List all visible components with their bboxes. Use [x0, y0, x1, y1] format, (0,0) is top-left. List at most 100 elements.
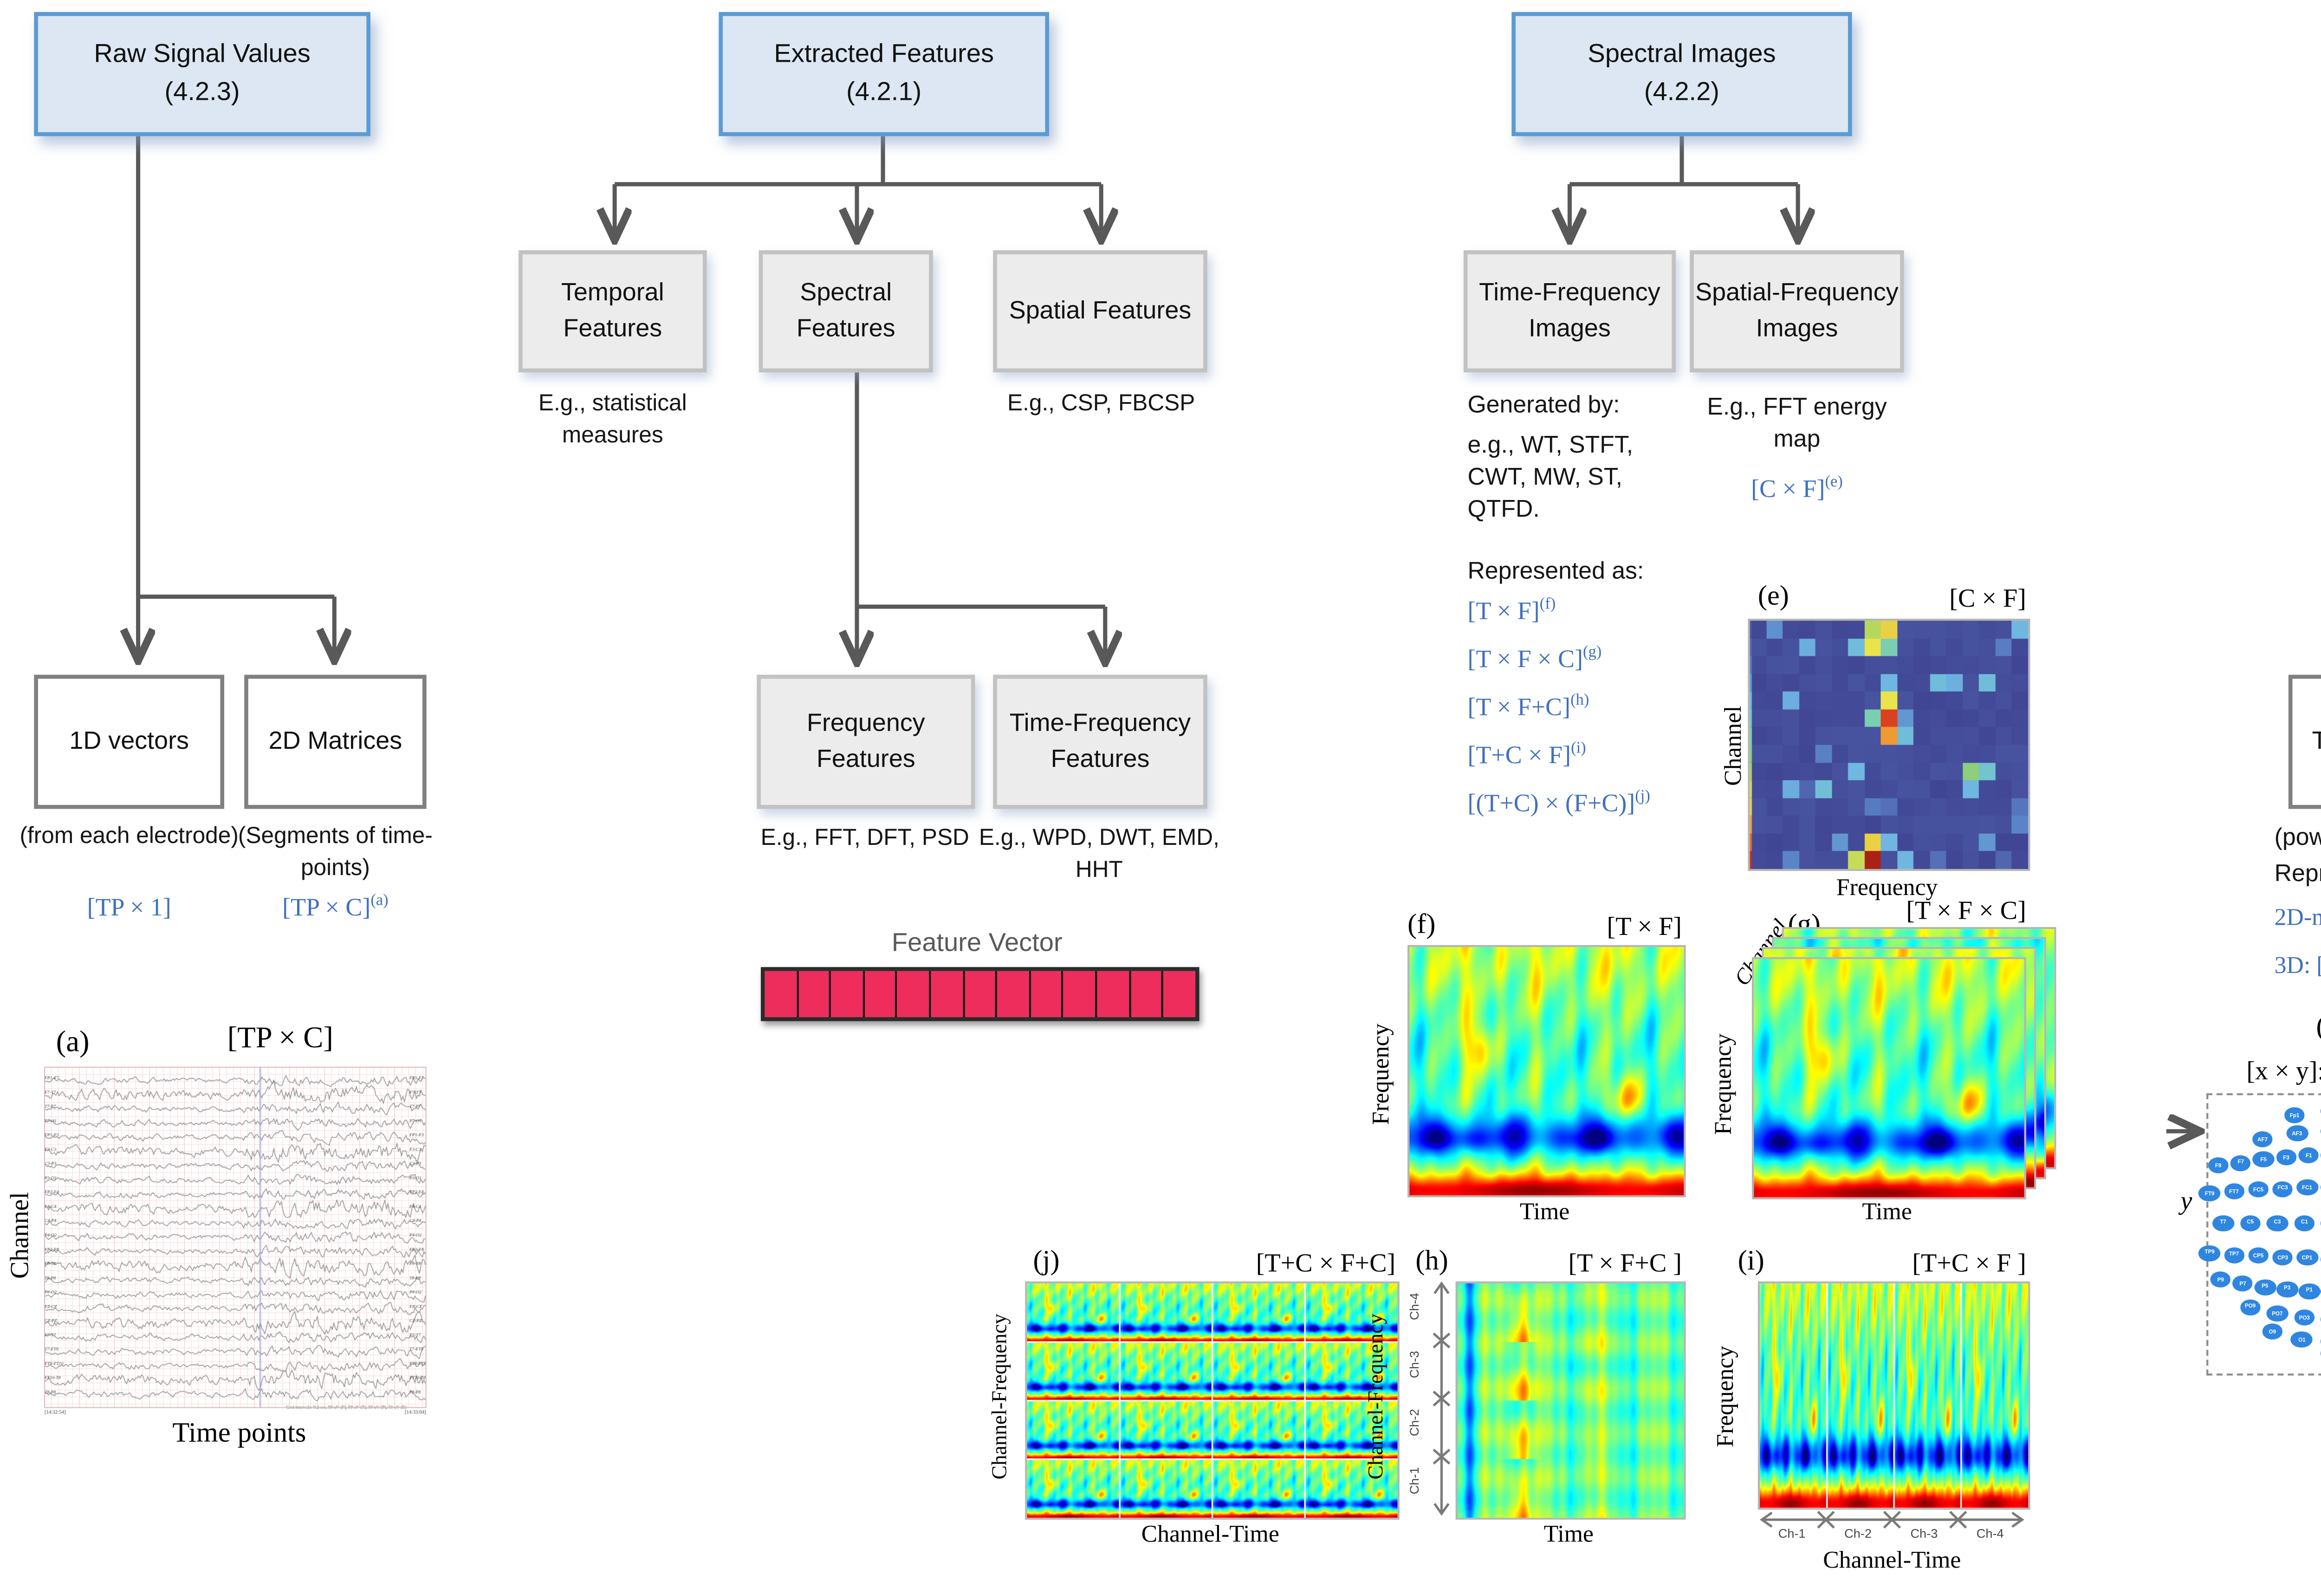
- feature-vector-bar: [760, 967, 1199, 1021]
- feature-vector-cell: [931, 971, 965, 1018]
- header-extracted-subtitle: (4.2.1): [846, 76, 922, 106]
- formula-tp-x-c: [TP × C](a): [230, 891, 441, 923]
- electrode-CP5: CP5: [2248, 1248, 2269, 1265]
- electrode-FT7: FT7: [2223, 1184, 2245, 1200]
- panel-f-ylabel: Frequency: [1366, 1023, 1395, 1125]
- box-time-points: Time Points: [2288, 675, 2321, 809]
- electrode-FC1: FC1: [2296, 1180, 2318, 1196]
- formula-c-x-f: [C × F](e): [1690, 473, 1904, 505]
- box-spatial-frequency-images: Spatial-Frequency Images: [1690, 250, 1904, 373]
- formula-tp-x-c-sup: (a): [370, 891, 389, 909]
- rep-item-txf+c-text: [T × F+C]: [1467, 693, 1571, 721]
- spectrogram-g-canvas: [1751, 957, 2026, 1200]
- feature-vector-cell: [1064, 971, 1097, 1018]
- electrode-PO7: PO7: [2267, 1306, 2288, 1323]
- panel-e-xlabel: Frequency: [1836, 873, 1938, 901]
- electrode-P9: P9: [2210, 1272, 2231, 1289]
- note-1d-vectors: (from each electrode): [19, 824, 239, 849]
- box-temporal-features: Temporal Features: [519, 250, 707, 373]
- box-2d-matrices-label: 2D Matrices: [268, 726, 402, 754]
- note-frequency: E.g., FFT, DFT, PSD: [760, 827, 969, 851]
- electrode-FC5: FC5: [2248, 1182, 2269, 1198]
- feature-vector-cell: [1130, 971, 1164, 1018]
- electrode-AF7: AF7: [2252, 1131, 2273, 1148]
- note-generated-by: Generated by:: [1467, 390, 1620, 419]
- panel-b-tag: (b): [2302, 1013, 2321, 1045]
- formula-3d-2dmap-tp: 3D: [2D-map × TP](c): [2275, 949, 2321, 981]
- electrode-PO9: PO9: [2239, 1299, 2261, 1316]
- electrode-P3: P3: [2276, 1281, 2298, 1298]
- rep-item-txfxc: [T × F × C](g): [1468, 643, 1728, 675]
- feature-vector-cell: [864, 971, 898, 1018]
- rep-item-t+cxf: [T+C × F](i): [1468, 739, 1728, 772]
- panel-i-title: [T+C × F ]: [1912, 1247, 2026, 1278]
- rep-item-txf-text: [T × F]: [1467, 597, 1540, 625]
- feature-vector-cell: [898, 971, 931, 1018]
- eeg-ylabel: Channel: [4, 1192, 34, 1279]
- topo-map-b: Fp1FpzFp2AF7AF3AFzAF4AF8F9F7F5F3F1FzF2F4…: [2199, 1093, 2321, 1376]
- panel-e-tag: (e): [1757, 583, 1789, 613]
- feature-vector-cell: [998, 971, 1031, 1018]
- box-1d-vectors-label: 1D vectors: [69, 726, 189, 754]
- electrode-P5: P5: [2254, 1279, 2276, 1295]
- spatial-frequency-heatmap-canvas: [1748, 618, 2030, 871]
- note-2d-matrices: (Segments of time-points): [238, 824, 433, 880]
- electrode-F7: F7: [2230, 1154, 2252, 1171]
- panel-i-seg-ch4: Ch-4: [1976, 1527, 2004, 1542]
- box-spatial-label: Spatial Features: [1009, 296, 1192, 324]
- electrode-CP1: CP1: [2296, 1250, 2318, 1266]
- header-raw-signal-values: Raw Signal Values (4.2.3): [34, 12, 370, 136]
- rep-item-txf+c: [T × F+C](h): [1468, 691, 1728, 723]
- panel-e-title: [C × F]: [1949, 583, 2026, 613]
- panel-i-tag: (i): [1738, 1247, 1764, 1278]
- panel-f-title: [T × F]: [1607, 911, 1682, 941]
- rep-item-t+cxf-sup: (i): [1571, 739, 1586, 757]
- note-generated-methods: e.g., WT, STFT, CWT, MW, ST, QTFD.: [1467, 430, 1634, 524]
- electrode-CP3: CP3: [2272, 1249, 2294, 1266]
- electrode-FT9: FT9: [2199, 1186, 2220, 1202]
- header-raw-title: Raw Signal Values: [94, 38, 311, 69]
- panel-j-tag: (j): [1033, 1247, 1060, 1278]
- formula-c-x-f-text: [C × F]: [1751, 474, 1825, 503]
- box-temporal-label: Temporal Features: [561, 278, 664, 342]
- panel-j-title: [T+C × F+C]: [1256, 1247, 1396, 1278]
- spectrogram-grid-j-canvas: [1025, 1281, 1400, 1520]
- box-time-frequency-label: Time-Frequency Features: [1009, 708, 1191, 772]
- electrode-TP7: TP7: [2223, 1246, 2245, 1263]
- header-raw-subtitle: (4.2.3): [164, 76, 240, 106]
- panel-i-xlabel: Channel-Time: [1823, 1545, 1961, 1574]
- panel-h-channel-axis: [1433, 1281, 1451, 1516]
- panel-h-seg-ch3: Ch-3: [1408, 1350, 1423, 1378]
- panel-h-title: [T × F+C ]: [1568, 1247, 1682, 1278]
- eeg-traces-canvas: [44, 1063, 427, 1416]
- electrode-TP9: TP9: [2199, 1244, 2220, 1261]
- formula-tp-x-c-text: [TP × C]: [282, 893, 371, 921]
- formula-tp-x-1-text: [TP × 1]: [87, 893, 171, 921]
- note-temporal: E.g., statistical measures: [538, 392, 687, 448]
- panel-i-seg-ch3: Ch-3: [1910, 1527, 1938, 1542]
- feature-vector-label: Feature Vector: [891, 927, 1063, 957]
- rep-item-txf-sup: (f): [1539, 594, 1556, 613]
- electrode-FC3: FC3: [2272, 1181, 2294, 1197]
- electrode-Fp1: Fp1: [2284, 1108, 2305, 1124]
- note-time-frequency: E.g., WPD, DWT, EMD, HHT: [979, 827, 1219, 882]
- panel-b-ylabel: y: [2180, 1185, 2192, 1216]
- spectrogram-f-canvas: [1407, 945, 1686, 1198]
- panel-h-seg-ch1: Ch-1: [1408, 1467, 1423, 1494]
- box-tf-images-label: Time-Frequency Images: [1479, 278, 1660, 342]
- box-spectral-features: Spectral Features: [759, 250, 933, 373]
- feature-vector-cell: [1031, 971, 1064, 1018]
- panel-i-seg-ch1: Ch-1: [1778, 1527, 1806, 1542]
- note-represented-as: Represented as:: [1467, 557, 1644, 585]
- panel-g-xlabel: Time: [1862, 1197, 1912, 1226]
- eeg-xlabel: Time points: [172, 1419, 306, 1450]
- header-spectral-images-title: Spectral Images: [1588, 38, 1776, 69]
- box-frequency-label: Frequency Features: [807, 708, 925, 772]
- feature-vector-cell: [964, 971, 998, 1018]
- electrode-F1: F1: [2298, 1148, 2320, 1164]
- box-spatial-features: Spatial Features: [993, 250, 1207, 373]
- formula-c-x-f-sup: (e): [1825, 472, 1843, 491]
- electrode-C5: C5: [2239, 1215, 2261, 1232]
